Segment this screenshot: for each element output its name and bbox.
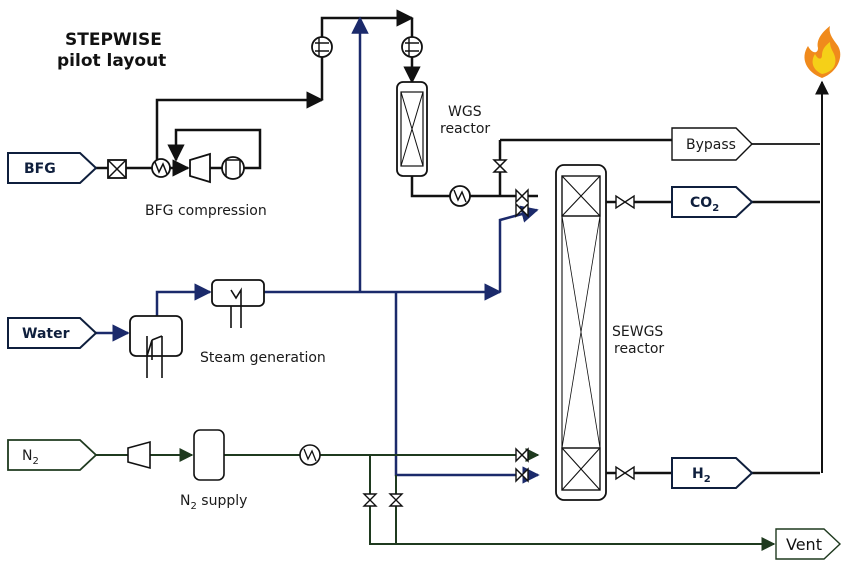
co2-label: CO2 <box>690 195 719 214</box>
n2-label: N2 <box>22 448 39 467</box>
n2-supply-label-sub: 2 <box>190 501 196 512</box>
bfg-input-stream: BFG <box>7 152 98 184</box>
n2-supply-label: N2 supply <box>180 493 247 512</box>
n2-supply-label-rest: supply <box>197 493 248 509</box>
steam-line <box>96 16 540 484</box>
n2-line <box>96 448 776 551</box>
bfg-line <box>96 9 672 198</box>
bypass-output-stream: Bypass <box>671 127 753 161</box>
superheater <box>211 279 265 328</box>
valve-icon <box>515 447 529 463</box>
n2-label-sub: 2 <box>32 456 38 467</box>
bypass-label: Bypass <box>686 137 736 153</box>
co2-output-stream: CO2 <box>671 186 754 218</box>
heat-exchanger-icon <box>299 444 321 466</box>
wgs-label-line2: reactor <box>440 121 490 137</box>
heat-exchanger-icon <box>151 158 171 178</box>
valve-icon <box>515 467 529 483</box>
heat-exchanger-icon <box>311 36 333 58</box>
co2-label-sub: 2 <box>712 203 719 214</box>
vent-label: Vent <box>786 535 822 554</box>
valve-icon <box>515 188 529 204</box>
bfg-label: BFG <box>24 161 56 177</box>
diagram-title-line2: pilot layout <box>57 51 166 71</box>
valve-icon <box>492 159 508 173</box>
cooler-icon <box>221 156 245 180</box>
water-label: Water <box>22 326 70 342</box>
diagram-title-line1: STEPWISE <box>65 30 162 50</box>
sewgs-label-line2: reactor <box>614 341 664 357</box>
h2-label: H2 <box>692 466 711 485</box>
water-input-stream: Water <box>7 317 98 349</box>
n2-label-base: N <box>22 448 32 464</box>
steam-generator <box>129 315 183 378</box>
n2-supply-vessel <box>193 429 225 481</box>
heat-exchanger-icon <box>401 36 423 58</box>
co2-label-base: CO <box>690 195 712 211</box>
valve-icon <box>515 202 529 218</box>
n2-supply-label-base: N <box>180 493 190 509</box>
h2-label-base: H <box>692 466 704 482</box>
valve-icon <box>615 465 635 481</box>
wgs-reactor <box>396 81 428 177</box>
n2-input-stream: N2 <box>7 439 98 471</box>
bfg-compression-label: BFG compression <box>145 203 267 219</box>
valve-icon <box>388 493 404 507</box>
valve-icon <box>615 194 635 210</box>
filter-icon <box>107 159 127 179</box>
steam-generation-label: Steam generation <box>200 350 326 366</box>
sewgs-reactor <box>555 164 607 501</box>
sewgs-label-line1: SEWGS <box>612 324 663 340</box>
compressor-icon <box>189 152 211 184</box>
flare-flame-icon <box>804 26 841 78</box>
valve-icon <box>362 493 378 507</box>
vent-output-stream: Vent <box>775 528 842 560</box>
compressor-icon <box>127 440 151 470</box>
h2-output-stream: H2 <box>671 457 754 489</box>
wgs-label-line1: WGS <box>448 104 482 120</box>
heat-exchanger-icon <box>449 185 471 207</box>
h2-label-sub: 2 <box>704 474 711 485</box>
